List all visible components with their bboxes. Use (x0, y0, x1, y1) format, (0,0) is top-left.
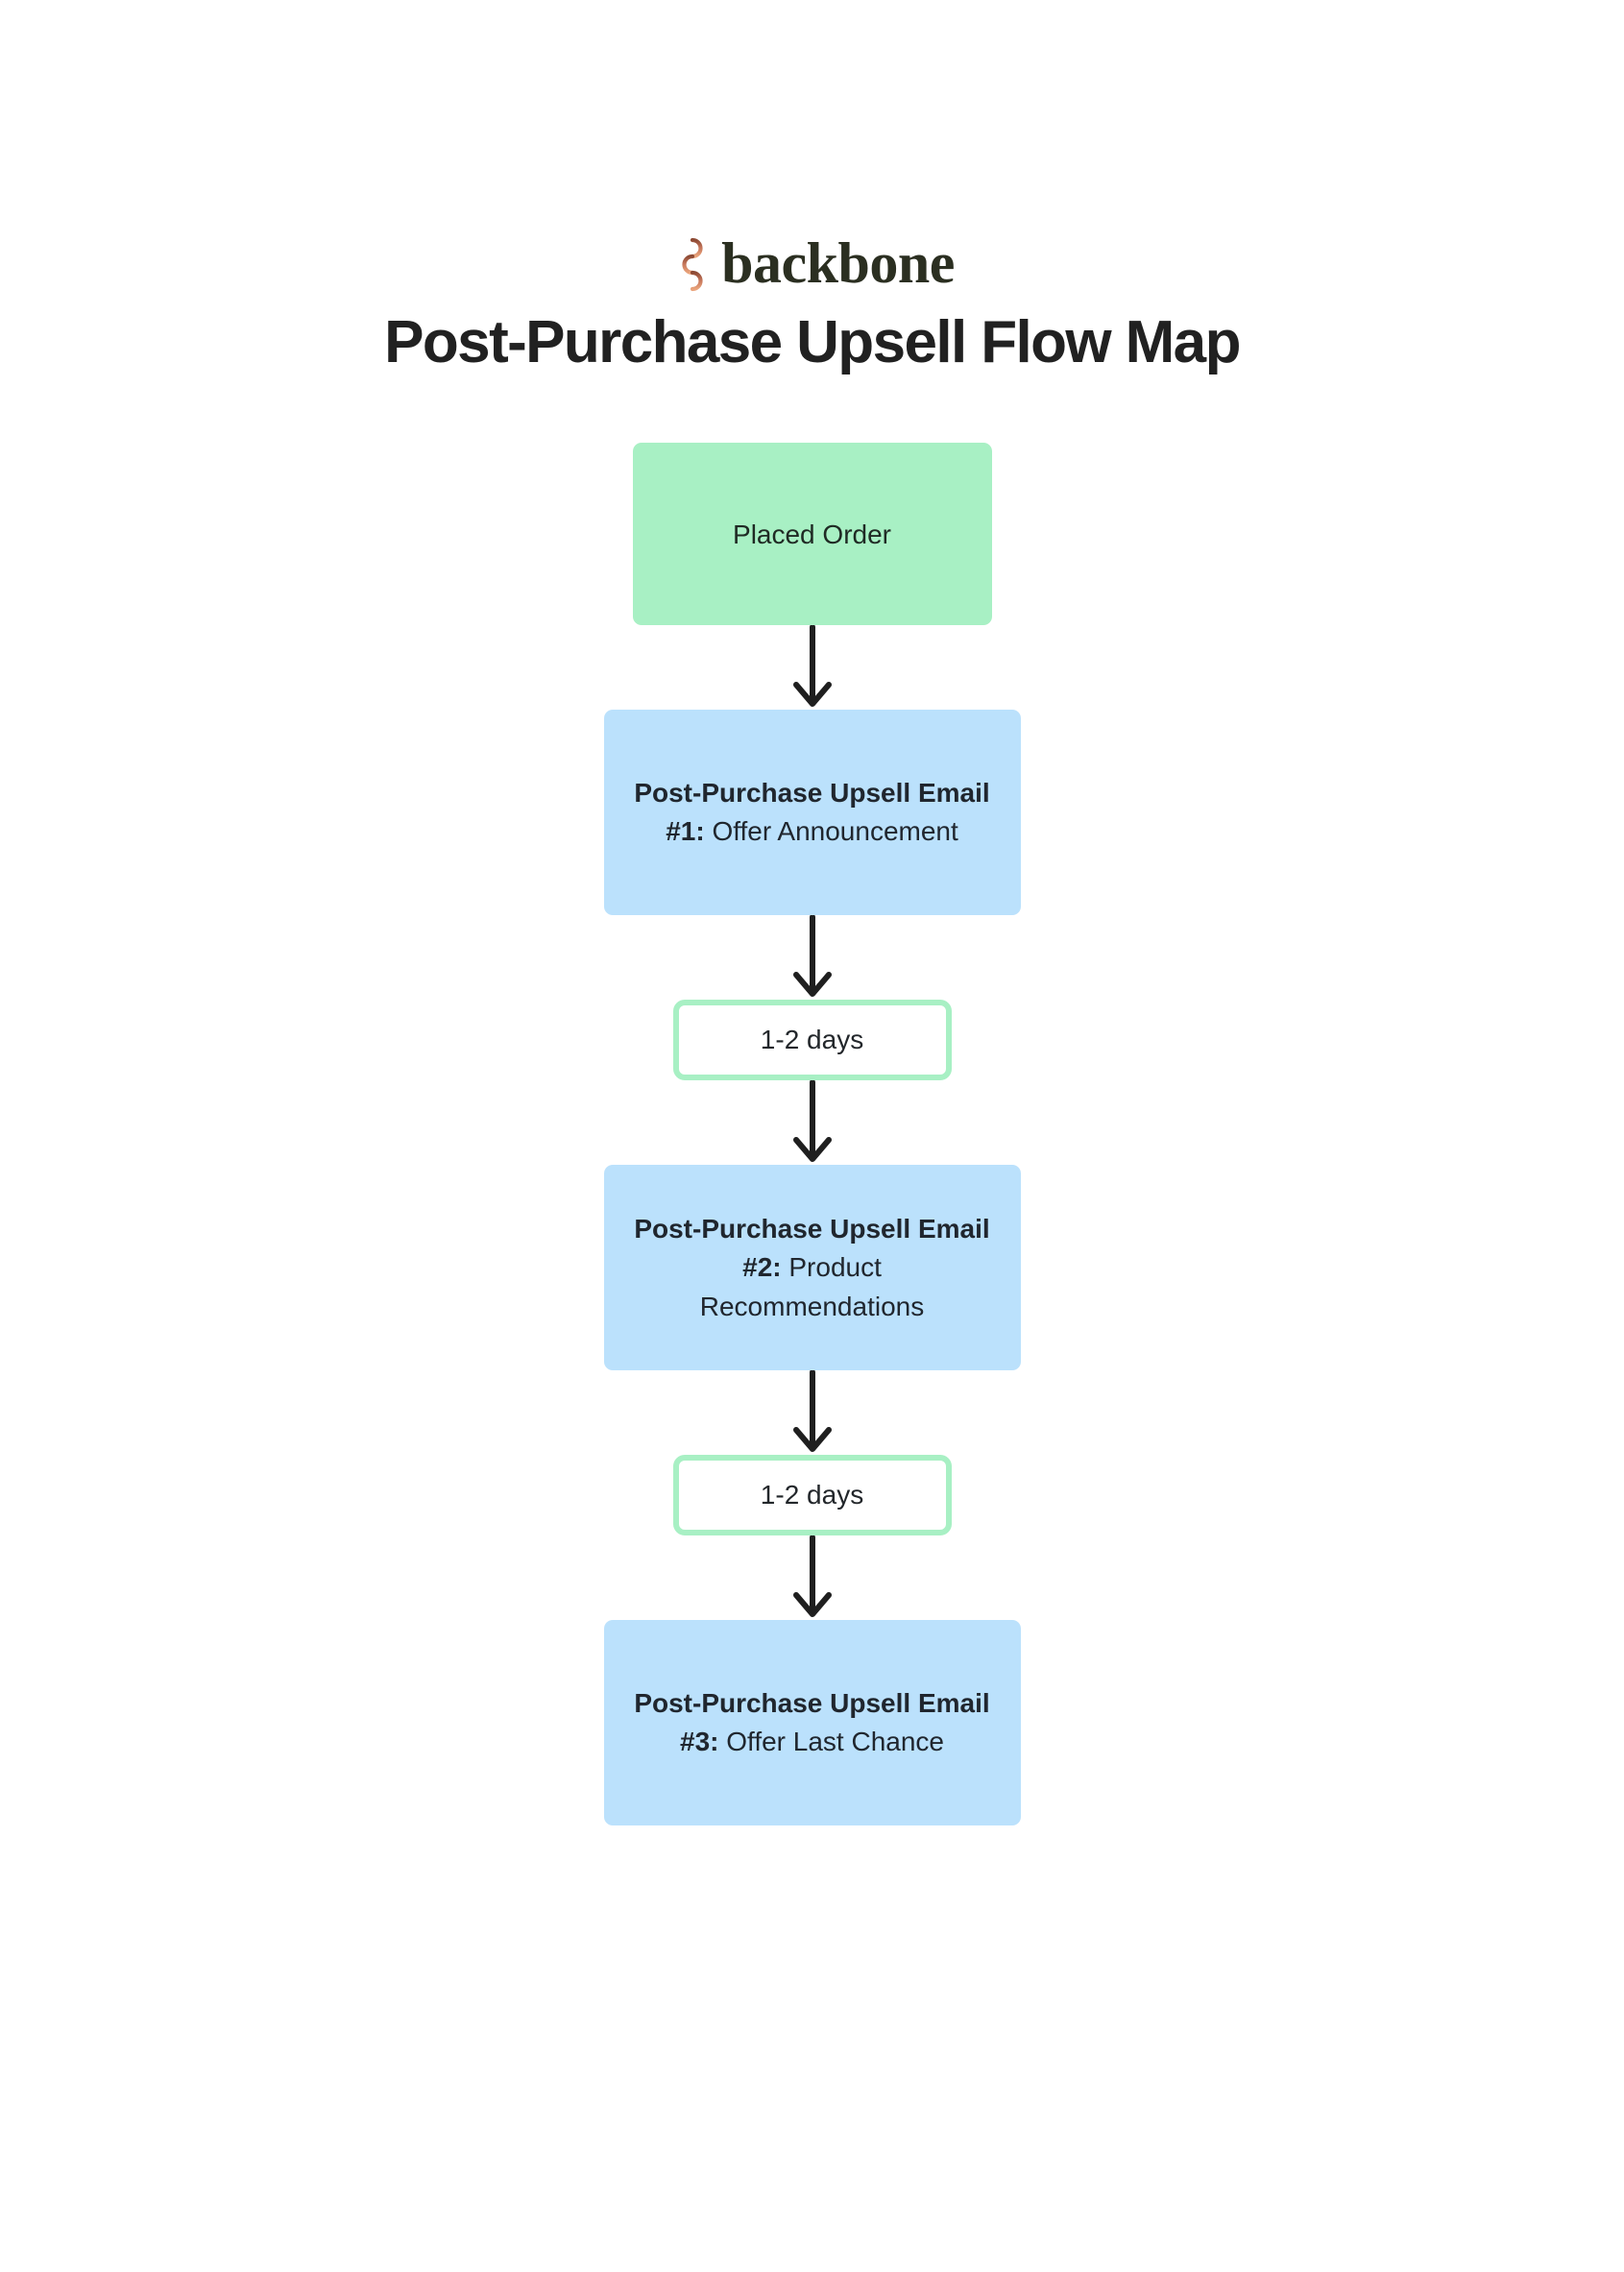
flow-node-title: Post-Purchase Upsell Email #2: (634, 1213, 990, 1283)
brand-wordmark: backbone (721, 231, 955, 295)
flow-node-email-3[interactable]: Post-Purchase Upsell Email #3: Offer Las… (603, 1620, 1021, 1826)
flow-node-trigger-placed-order[interactable]: Placed Order (632, 443, 992, 626)
backbone-spine-logo-icon (669, 234, 714, 296)
flow-node-text: Post-Purchase Upsell Email #2: Product R… (629, 1210, 996, 1327)
flow-diagram: Placed Order Post-Purchase Upsell Email … (603, 443, 1021, 1826)
flow-node-label: 1-2 days (760, 1025, 864, 1055)
flow-node-delay-2[interactable]: 1-2 days (672, 1455, 952, 1536)
flow-arrow-down-icon (784, 1080, 841, 1165)
flow-arrow-down-icon (784, 1370, 841, 1455)
flow-arrow-down-icon (784, 625, 841, 710)
brand-lockup: backbone (669, 231, 955, 296)
flow-node-delay-1[interactable]: 1-2 days (672, 1000, 952, 1081)
flow-node-subtitle: Product Recommendations (699, 1252, 925, 1321)
flow-node-subtitle: Offer Last Chance (718, 1727, 944, 1757)
flow-node-title: Post-Purchase Upsell Email #1: (634, 777, 990, 847)
flow-node-email-2[interactable]: Post-Purchase Upsell Email #2: Product R… (603, 1165, 1021, 1371)
flow-node-title: Post-Purchase Upsell Email #3: (634, 1687, 990, 1757)
flow-node-text: Post-Purchase Upsell Email #3: Offer Las… (629, 1684, 996, 1762)
flow-node-subtitle: Offer Announcement (712, 816, 958, 847)
flow-node-label: Placed Order (733, 519, 891, 549)
flow-node-email-1[interactable]: Post-Purchase Upsell Email #1: Offer Ann… (603, 710, 1021, 916)
flow-node-label: 1-2 days (760, 1480, 864, 1511)
page-title: Post-Purchase Upsell Flow Map (384, 309, 1241, 375)
flow-arrow-down-icon (784, 1535, 841, 1620)
flow-arrow-down-icon (784, 915, 841, 1000)
flow-node-text: Post-Purchase Upsell Email #1: Offer Ann… (629, 774, 996, 852)
